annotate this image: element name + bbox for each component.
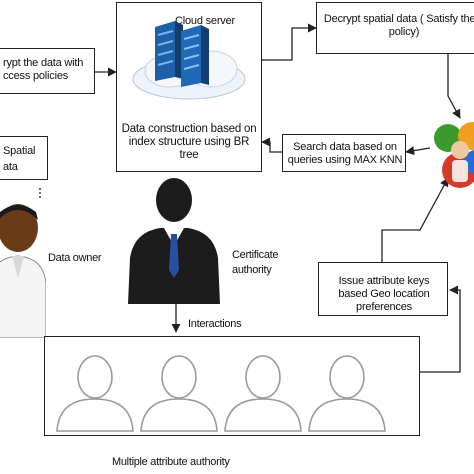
arrow-authority-to-issue xyxy=(420,285,461,373)
attribute-authority-person-icon xyxy=(140,355,218,432)
decrypt-text: Decrypt spatial data ( Satisfy the a pol… xyxy=(323,13,474,38)
spatial-data-text: Spatial ata xyxy=(3,145,36,173)
search-box: Search data based on queries using MAX K… xyxy=(282,134,406,172)
decrypt-box: Decrypt spatial data ( Satisfy the a pol… xyxy=(316,2,474,54)
spatial-data-box: Spatial ata xyxy=(0,136,48,180)
attribute-authority-person-icon xyxy=(224,355,302,432)
data-owner-label: Data owner xyxy=(48,252,102,264)
cloud-server-title: Cloud server xyxy=(175,15,235,27)
arrow-issue-to-users xyxy=(381,177,449,262)
issue-keys-box: Issue attribute keys based Geo location … xyxy=(318,262,448,316)
data-owner-icon xyxy=(0,204,46,338)
arrow-users-to-search xyxy=(405,146,431,156)
users-group-icon xyxy=(434,122,474,188)
attribute-authority-person-icon xyxy=(308,355,386,432)
interactions-label: Interactions xyxy=(188,318,242,330)
certificate-authority-icon xyxy=(128,178,220,304)
attribute-authority-people xyxy=(56,355,386,432)
arrow-search-to-server xyxy=(261,137,282,153)
cloud-server-caption: Data construction based on index structu… xyxy=(121,123,257,161)
cloud-server-icon xyxy=(132,21,246,100)
certificate-authority-label: Certificate authority xyxy=(232,249,279,276)
attribute-authority-box xyxy=(44,336,420,436)
encrypt-text: rypt the data with ccess policies xyxy=(3,57,84,82)
attribute-authority-person-icon xyxy=(56,355,134,432)
encrypt-box: rypt the data with ccess policies xyxy=(0,48,95,94)
cloud-server-box: Cloud server Data construction based on … xyxy=(116,2,262,172)
issue-keys-text: Issue attribute keys based Geo location … xyxy=(338,275,430,313)
arrow-server-to-decrypt xyxy=(260,23,317,61)
search-text: Search data based on queries using MAX K… xyxy=(287,141,403,166)
attribute-authority-label: Multiple attribute authority xyxy=(112,456,230,468)
arrow-decrypt-to-users xyxy=(447,54,461,119)
